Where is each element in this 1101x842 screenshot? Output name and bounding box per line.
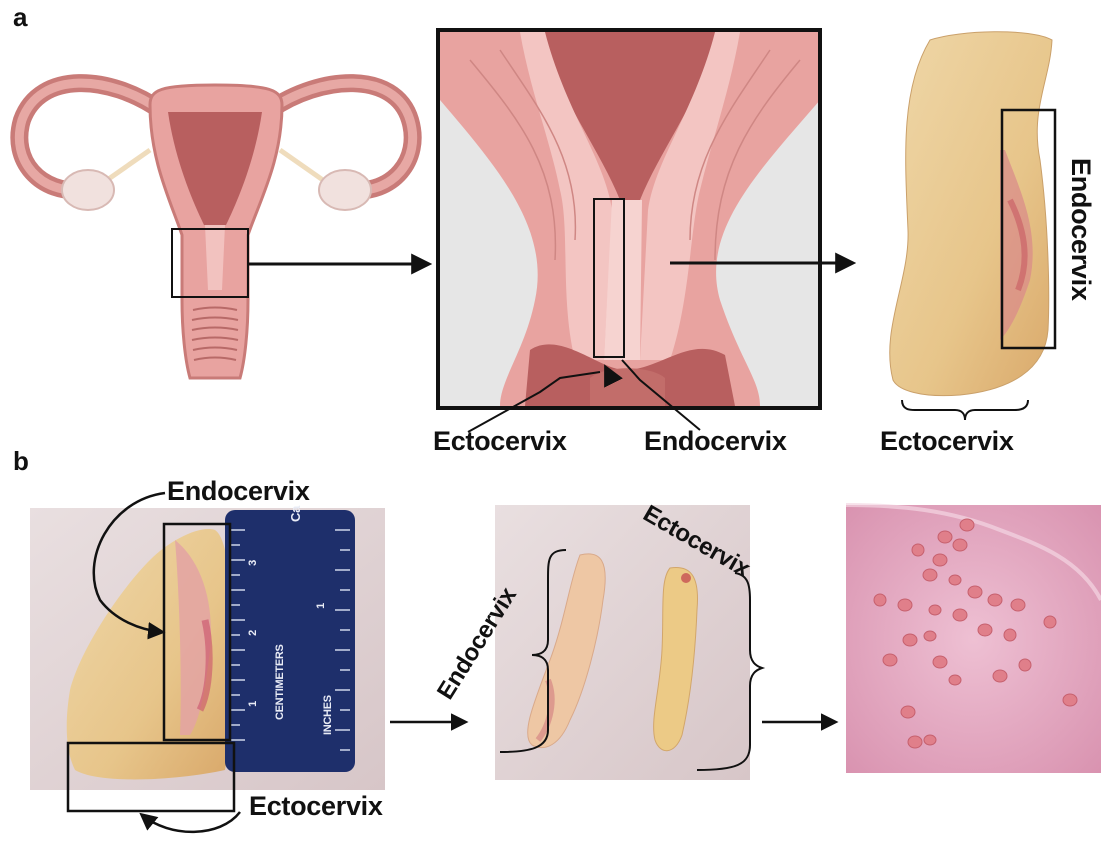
ruler-brand-text: Ca — [288, 506, 303, 522]
left-ovary — [62, 170, 114, 210]
zoom-label-ectocervix: Ectocervix — [433, 426, 567, 457]
tissue-label-endocervix: Endocervix — [1065, 158, 1096, 301]
ruler-mark-2: 2 — [247, 630, 259, 636]
panel-label-a: a — [13, 2, 27, 33]
tissue-label-ectocervix: Ectocervix — [880, 426, 1014, 457]
ectocervix-brace-a — [902, 400, 1028, 420]
photo1-label-endocervix: Endocervix — [167, 476, 310, 507]
ruler-centimeters-text: CENTIMETERS — [274, 644, 286, 720]
panel-label-b: b — [13, 446, 29, 477]
right-ovary — [319, 170, 371, 210]
photo1-label-ectocervix: Ectocervix — [249, 791, 383, 822]
ruler-inches-text: INCHES — [322, 695, 334, 735]
tissue-photo-a — [890, 32, 1055, 420]
petri-dish-photo — [846, 505, 1101, 773]
ruler — [225, 510, 355, 772]
ruler-mark-3: 3 — [247, 560, 259, 566]
zoom-label-endocervix: Endocervix — [644, 426, 787, 457]
cervix-zoom-illustration — [438, 30, 820, 408]
uterus-illustration — [19, 83, 412, 378]
tissue-photo-b1 — [30, 493, 385, 832]
ectocervix-curved-arrow — [142, 812, 240, 832]
ruler-mark-1: 1 — [247, 701, 259, 707]
ruler-inch-mark-1: 1 — [315, 603, 327, 609]
